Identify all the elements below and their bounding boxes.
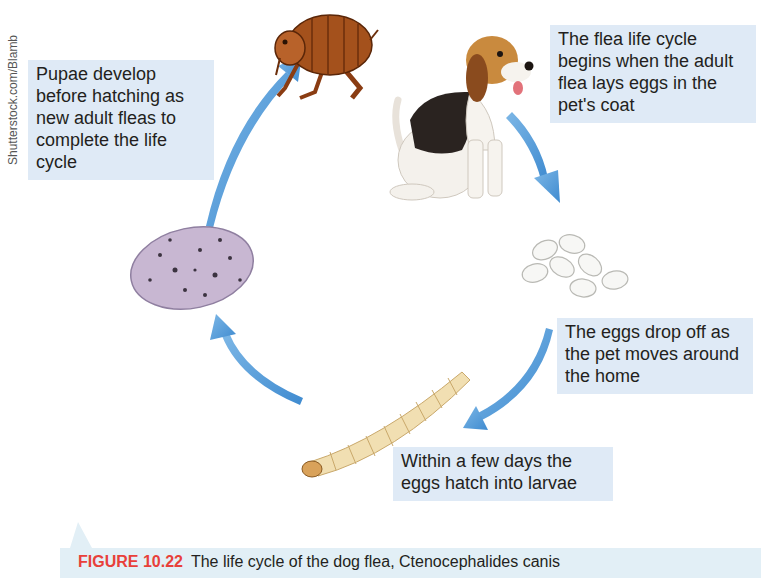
text-box: The eggs drop off as the pet moves aroun… — [557, 318, 753, 394]
watermark: Shutterstock.com/Blamb — [6, 35, 20, 165]
text-box: The flea life cycle begins when the adul… — [550, 25, 756, 123]
step-text: The eggs drop off as the pet moves aroun… — [565, 322, 745, 388]
caption-line: FIGURE 10.22 The life cycle of the dog fl… — [78, 553, 560, 571]
cycle-arrows — [206, 55, 560, 430]
caption-bar — [60, 522, 761, 578]
flea-illustration — [275, 15, 378, 98]
egg-cluster — [520, 232, 629, 298]
pupa-cocoon — [123, 216, 261, 320]
text-box: Pupae develop before hatching as new adu… — [28, 60, 214, 180]
figure-number: FIGURE 10.22 — [78, 553, 183, 570]
step-text: The flea life cycle begins when the adul… — [558, 29, 748, 117]
text-box: Within a few days the eggs hatch into la… — [393, 447, 613, 501]
dog-illustration — [390, 36, 534, 200]
step-text: Within a few days the eggs hatch into la… — [401, 451, 605, 495]
caption: The life cycle of the dog flea, Ctenocep… — [191, 553, 560, 570]
step-text: Pupae develop before hatching as new adu… — [36, 64, 206, 174]
